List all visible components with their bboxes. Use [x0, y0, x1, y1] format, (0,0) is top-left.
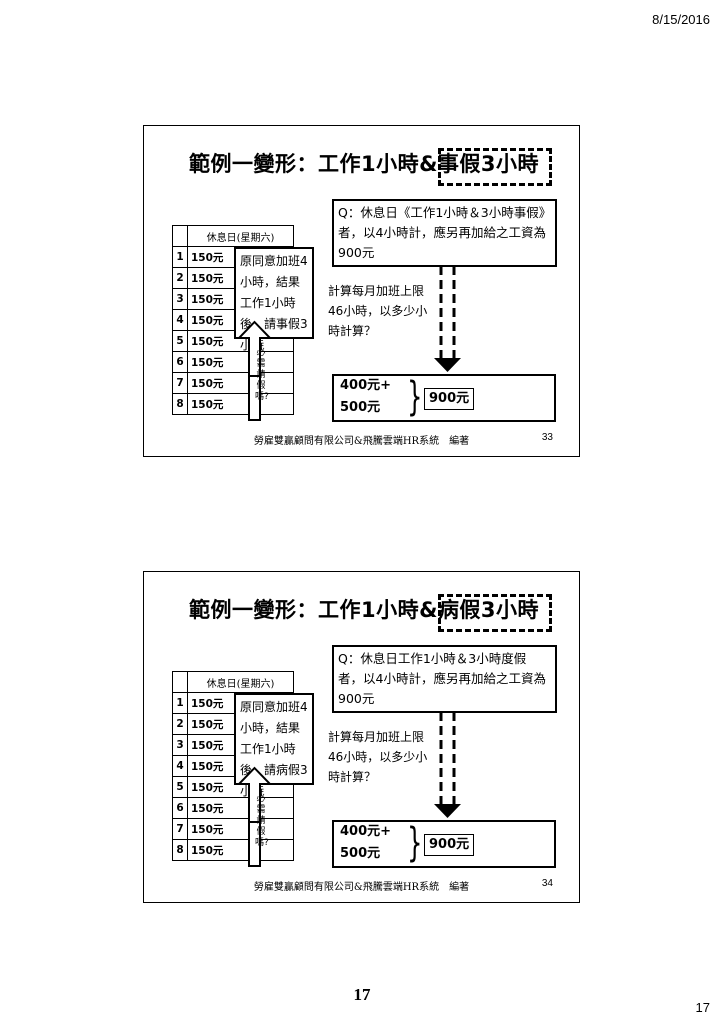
print-date: 8/15/2016	[652, 12, 710, 27]
brace-icon: }	[407, 374, 423, 420]
highlight-dashed-box	[438, 594, 552, 632]
ask-label: 必需請假嗎?	[255, 794, 269, 848]
slide-number: 34	[541, 878, 553, 889]
result-box	[332, 374, 556, 422]
limit-box: 計算每月加班上限46小時，以多少小時計算？	[324, 725, 434, 785]
slide-footer: 勞雇雙贏顧問有限公司&飛騰雲端HR系統 編著	[253, 882, 470, 893]
sum-line1: 400元+	[340, 824, 392, 839]
brace-icon: }	[407, 820, 423, 866]
agreement-box: 原同意加班4小時，結果工作1小時後，請病假3小時	[234, 693, 314, 798]
slide-title: 範例一變形：工作1小時&病假3小時	[189, 598, 540, 622]
limit-box: 計算每月加班上限46小時，以多少小時計算？	[324, 279, 434, 339]
agreement-box: 原同意加班4小時，結果工作1小時後，請事假3小時	[234, 247, 314, 352]
page-number-right: 17	[695, 1000, 710, 1015]
highlight-dashed-box	[438, 148, 552, 186]
slide-footer: 勞雇雙贏顧問有限公司&飛騰雲端HR系統 編著	[253, 436, 470, 447]
answer-label: 900元	[424, 388, 475, 410]
page-number-center: 17	[353, 985, 371, 1004]
ask-label: 必需請假嗎?	[255, 348, 269, 402]
table-header: 休息日(星期六)	[187, 225, 294, 247]
question-box: Q：休息日《工作1小時＆3小時事假》者，以4小時計，應另再加給之工資為900元	[332, 199, 557, 267]
question-box: Q：休息日工作1小時＆3小時度假者，以4小時計，應另再加給之工資為900元	[332, 645, 557, 713]
slide-number: 33	[541, 432, 553, 443]
answer-label: 900元	[424, 834, 475, 856]
sum-line2: 500元	[340, 846, 381, 861]
slide-title: 範例一變形：工作1小時&事假3小時	[189, 152, 540, 176]
table-header: 休息日(星期六)	[187, 671, 294, 693]
result-box	[332, 820, 556, 868]
sum-line2: 500元	[340, 400, 381, 415]
sum-line1: 400元+	[340, 378, 392, 393]
